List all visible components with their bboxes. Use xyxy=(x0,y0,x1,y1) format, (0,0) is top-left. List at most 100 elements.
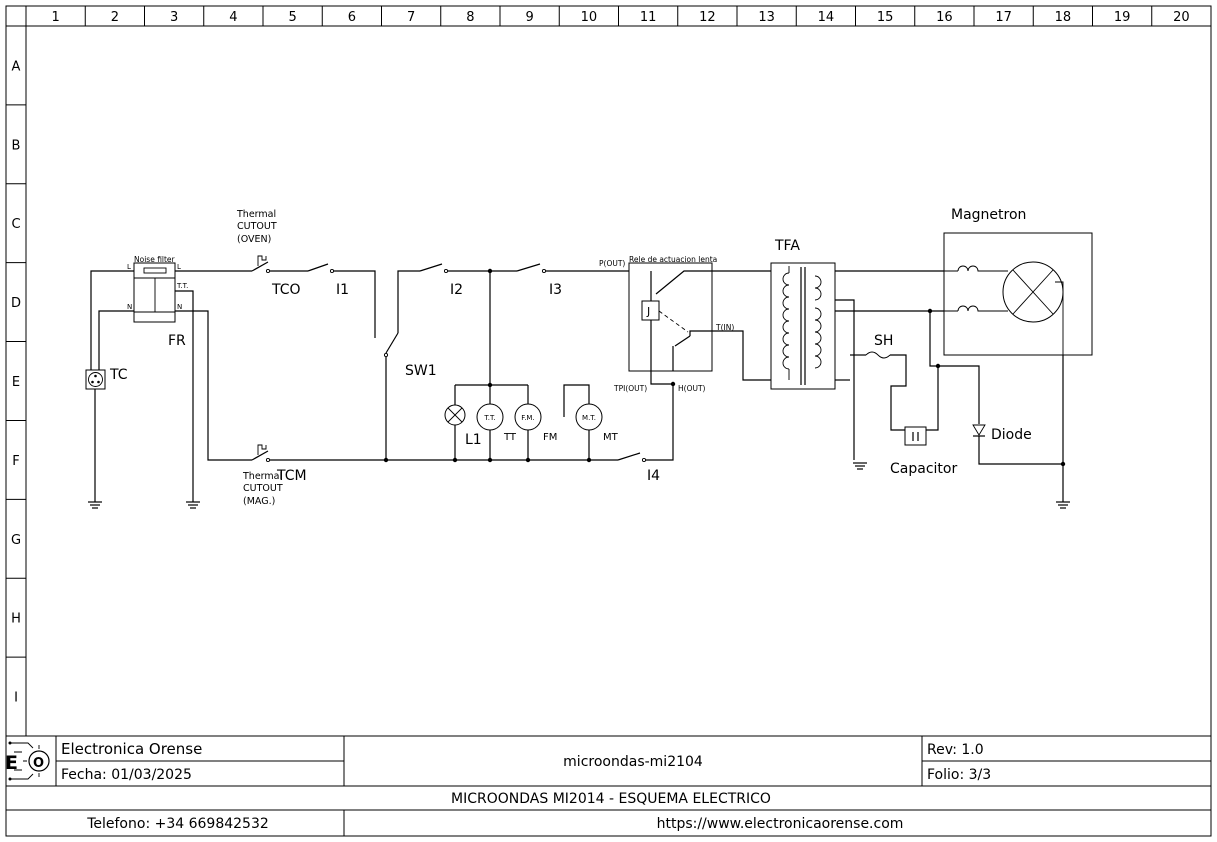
row-label: I xyxy=(14,691,18,706)
column-label: 5 xyxy=(288,10,296,25)
column-label: 8 xyxy=(466,10,474,25)
column-label: 2 xyxy=(111,10,119,25)
fm-label: FM xyxy=(543,432,557,443)
folio-text: Folio: 3/3 xyxy=(927,767,991,783)
drawing-title: MICROONDAS MI2014 - ESQUEMA ELECTRICO xyxy=(451,791,771,807)
relay-hout: H(OUT) xyxy=(678,384,706,393)
ground-symbol xyxy=(1056,501,1070,509)
column-label: 19 xyxy=(1114,10,1131,25)
date-text: Fecha: 01/03/2025 xyxy=(61,767,192,783)
row-label: E xyxy=(12,375,20,390)
ground-symbol xyxy=(853,462,867,470)
column-label: 13 xyxy=(758,10,775,25)
column-label: 11 xyxy=(640,10,657,25)
i1-label: I1 xyxy=(336,282,349,298)
tcm-label: TCM xyxy=(276,468,307,484)
row-label: G xyxy=(11,533,21,548)
magnetron-label: Magnetron xyxy=(951,207,1026,223)
filter-tt: T.T. xyxy=(176,282,188,290)
relay-title: Rele de actuacion lenta xyxy=(629,255,717,264)
column-label: 14 xyxy=(818,10,835,25)
column-label: 20 xyxy=(1173,10,1190,25)
i4-switch-symbol xyxy=(617,452,647,463)
logo-letter-o: O xyxy=(33,756,44,771)
capacitor-symbol xyxy=(904,426,927,446)
column-label: 9 xyxy=(525,10,533,25)
row-label: F xyxy=(12,454,19,469)
ground-symbol xyxy=(88,501,102,509)
mt-label: MT xyxy=(603,432,619,443)
sw1-label: SW1 xyxy=(405,363,437,379)
mt-inner-label: M.T. xyxy=(582,414,596,422)
row-label: H xyxy=(11,612,21,627)
tt-inner-label: T.T. xyxy=(483,414,495,422)
column-label: 12 xyxy=(699,10,716,25)
fr-label: FR xyxy=(168,333,186,349)
tco-thermal-cutout-symbol xyxy=(251,255,271,274)
i3-switch-symbol xyxy=(516,263,547,274)
column-label: 1 xyxy=(51,10,59,25)
row-label: D xyxy=(11,296,21,311)
slow-relay-symbol xyxy=(628,262,713,372)
website-link[interactable]: https://www.electronicaorense.com xyxy=(657,816,904,832)
tfa-transformer-symbol xyxy=(770,262,836,390)
row-label: B xyxy=(12,138,21,153)
i4-label: I4 xyxy=(647,468,660,484)
company-logo: E O xyxy=(5,741,50,781)
revision-text: Rev: 1.0 xyxy=(927,742,984,758)
tco-label: TCO xyxy=(271,282,301,298)
logo-letter-e: E xyxy=(5,752,18,774)
column-label: 4 xyxy=(229,10,237,25)
tcm-caption-2: CUTOUT xyxy=(243,483,283,494)
capacitor-label: Capacitor xyxy=(890,461,957,477)
relay-pout: P(OUT) xyxy=(599,259,625,268)
l1-lamp-symbol xyxy=(444,404,466,426)
company-name: Electronica Orense xyxy=(61,740,202,758)
column-label: 6 xyxy=(348,10,356,25)
fm-inner-label: F.M. xyxy=(521,414,534,422)
tfa-label: TFA xyxy=(774,238,800,254)
diode-label: Diode xyxy=(991,427,1032,443)
noise-filter-title: Noise filter xyxy=(134,255,176,264)
title-block xyxy=(6,736,1211,836)
row-label: A xyxy=(12,59,21,74)
noise-filter-symbol xyxy=(133,262,176,323)
filter-l-in: L xyxy=(127,263,131,271)
column-label: 7 xyxy=(407,10,415,25)
ground-symbol xyxy=(186,501,200,509)
column-label: 15 xyxy=(877,10,894,25)
sw1-switch-symbol xyxy=(374,332,399,358)
column-label: 3 xyxy=(170,10,178,25)
sheet-frame xyxy=(5,5,1212,837)
column-label: 10 xyxy=(581,10,598,25)
drawing-name: microondas-mi2104 xyxy=(563,754,703,770)
tcm-thermal-cutout-symbol xyxy=(251,444,271,463)
column-label: 16 xyxy=(936,10,953,25)
relay-coil-label: J xyxy=(646,305,650,318)
row-ticks: A B C D E F G H I xyxy=(6,59,26,706)
tco-caption-1: Thermal xyxy=(236,209,276,220)
i2-label: I2 xyxy=(450,282,463,298)
column-label: 17 xyxy=(995,10,1012,25)
tc-label: TC xyxy=(109,367,128,383)
relay-tin: T(IN) xyxy=(715,323,734,332)
column-label: 18 xyxy=(1055,10,1072,25)
phone-text: Telefono: +34 669842532 xyxy=(86,816,269,832)
tco-caption-3: (OVEN) xyxy=(237,234,271,245)
filter-n-out: N xyxy=(177,303,182,311)
i1-switch-symbol xyxy=(307,263,335,274)
tt-label: TT xyxy=(503,432,517,443)
filter-n-in: N xyxy=(127,303,132,311)
sh-fuse-symbol xyxy=(865,351,891,359)
magnetron-symbol xyxy=(943,232,1093,356)
i3-label: I3 xyxy=(549,282,562,298)
sh-label: SH xyxy=(874,333,893,349)
row-label: C xyxy=(11,217,20,232)
l1-label: L1 xyxy=(465,432,482,448)
tcm-caption-3: (MAG.) xyxy=(243,496,275,507)
diode-symbol xyxy=(972,424,986,437)
tcm-caption-1: Thermal xyxy=(242,471,282,482)
tc-socket-symbol xyxy=(85,369,106,390)
